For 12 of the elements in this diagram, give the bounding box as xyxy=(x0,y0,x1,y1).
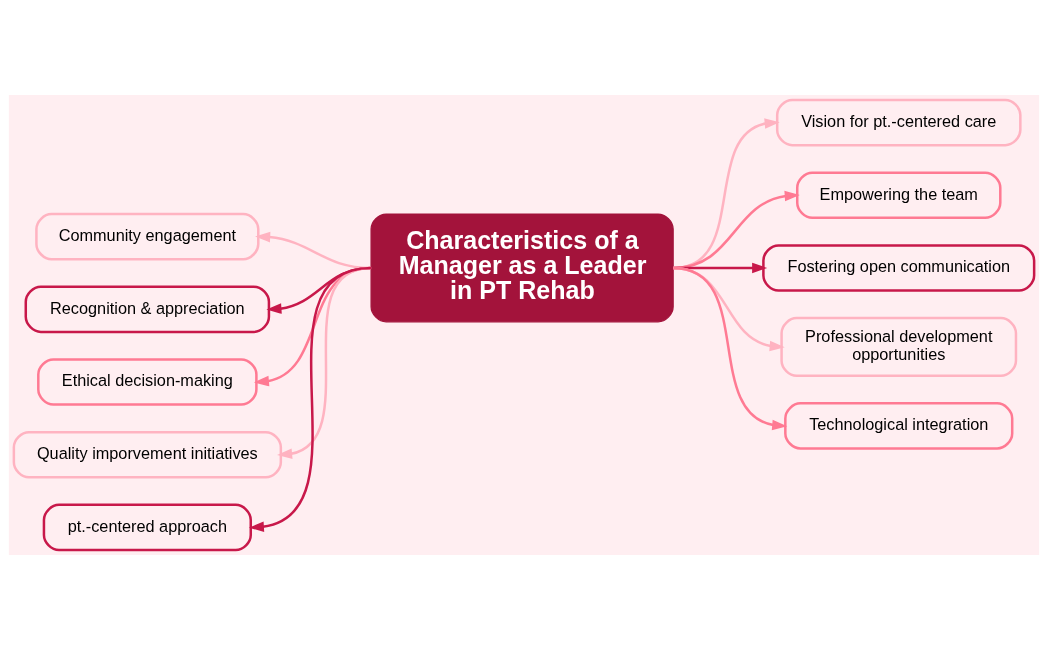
node-box: Community engagement xyxy=(35,212,260,261)
node-box: Ethical decision-making xyxy=(37,358,258,406)
node-box: Professional development opportunities xyxy=(780,316,1018,377)
node-box: Recognition & appreciation xyxy=(24,285,271,334)
node-box: Characteristics of a Manager as a Leader in PT Rehab xyxy=(370,213,674,323)
node-box: Quality imporvement initiatives xyxy=(12,430,283,479)
node-box: Empowering the team xyxy=(796,171,1002,220)
node-box: Fostering open communication xyxy=(762,244,1036,292)
arrow xyxy=(248,266,372,532)
node-box: Technological integration xyxy=(784,402,1014,450)
node-box: Vision for pt.-centered care xyxy=(775,98,1022,147)
node-box: pt.-centered approach xyxy=(42,503,252,552)
